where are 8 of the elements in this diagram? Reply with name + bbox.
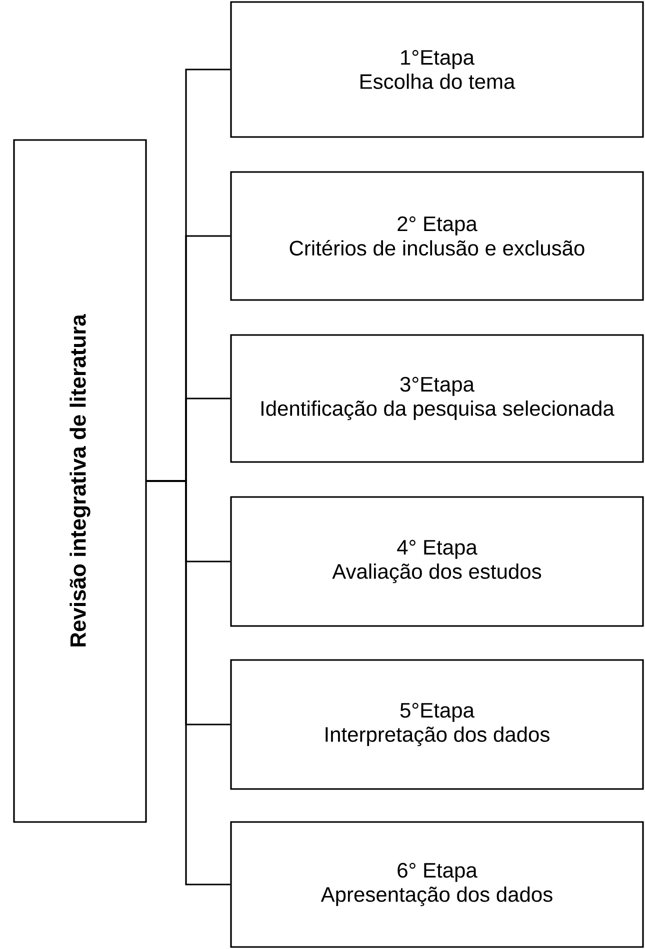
step-box: 6° Etapa Apresentação dos dados: [230, 821, 644, 948]
step-box: 2° Etapa Critérios de inclusão e exclusão: [230, 171, 644, 301]
connector: [146, 480, 230, 886]
stage-box: Revisão integrativa de literatura: [13, 139, 147, 823]
step-box: 5°Etapa Interpretação dos dados: [230, 659, 644, 790]
step-box: 1°Etapa Escolha do tema: [230, 1, 644, 138]
step-box: 4° Etapa Avaliação dos estudos: [230, 496, 644, 627]
step-box: 3°Etapa Identificação da pesquisa selecionada: [230, 334, 644, 463]
